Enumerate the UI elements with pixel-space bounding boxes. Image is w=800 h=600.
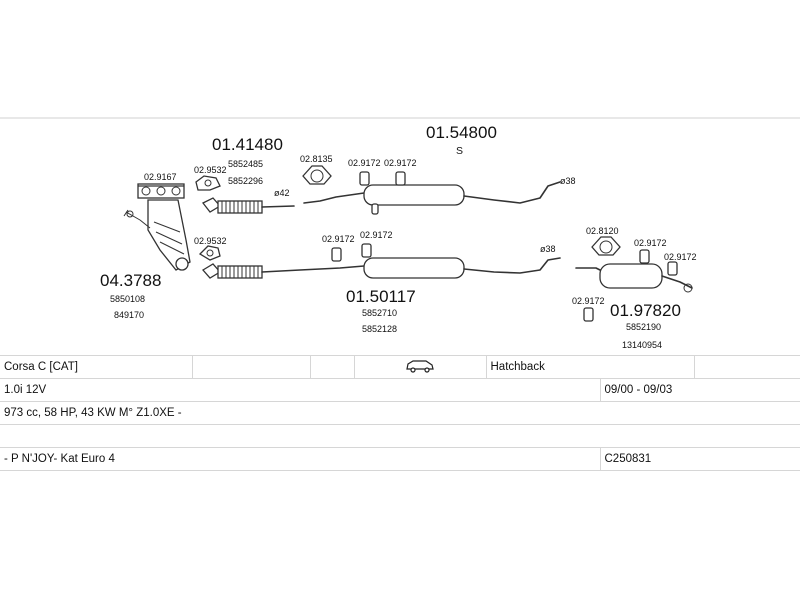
ref-5852128: 5852128 (362, 324, 397, 334)
centre-silencer-upper (303, 181, 561, 206)
gasket-02-9532-lower (198, 245, 221, 261)
small-part-label: 02.8120 (586, 226, 619, 236)
ref-13140954: 13140954 (622, 340, 662, 350)
table-row: - P N'JOY- Kat Euro 4 C250831 (0, 447, 800, 471)
rubber-mount-upper-1 (359, 171, 370, 186)
small-part-label: 02.9172 (348, 158, 381, 168)
body-type-cell: Hatchback (485, 355, 600, 379)
catalytic-converter (123, 183, 191, 271)
diameter-label: ø42 (274, 188, 290, 198)
small-part-label: 02.9172 (634, 238, 667, 248)
small-part-label: 02.9172 (572, 296, 605, 306)
clamp-02-8120 (591, 236, 621, 256)
diameter-label: ø38 (560, 176, 576, 186)
table-row: 973 cc, 58 HP, 43 KW M° Z1.0XE - (0, 401, 800, 425)
rubber-mount-rear-1 (639, 249, 650, 264)
part-number-01-50117: 01.50117 (346, 287, 416, 306)
ref-5852190: 5852190 (626, 322, 661, 332)
note-cell: - P N'JOY- Kat Euro 4 (0, 447, 600, 471)
rubber-mount-lower-2 (361, 243, 372, 258)
centre-silencer-lower (363, 257, 561, 279)
gasket-02-9532-upper (195, 175, 221, 191)
table-row: Corsa C [CAT] Hatchback (0, 355, 800, 379)
table-row (0, 424, 800, 448)
small-part-label: 02.9172 (322, 234, 355, 244)
model-cell: Corsa C [CAT] (0, 355, 192, 379)
code-cell: C250831 (599, 447, 800, 471)
small-part-label: 02.8135 (300, 154, 333, 164)
spec-cell: 973 cc, 58 HP, 43 KW M° Z1.0XE - (0, 401, 800, 425)
part-number-01-41480: 01.41480 (212, 135, 283, 154)
vehicle-spec-table: Corsa C [CAT] Hatchback 1.0i 12V 09/00 -… (0, 355, 800, 471)
engine-cell: 1.0i 12V (0, 378, 600, 402)
ref-5852485: 5852485 (228, 159, 263, 169)
part-number-01-97820: 01.97820 (610, 301, 681, 320)
part-number-04-3788: 04.3788 (100, 271, 161, 290)
ref-5852710: 5852710 (362, 308, 397, 318)
rubber-mount-rear-2 (667, 261, 678, 276)
ref-5850108: 5850108 (110, 294, 145, 304)
diameter-label: ø38 (540, 244, 556, 254)
car-icon (406, 359, 434, 373)
small-part-label: 02.9172 (360, 230, 393, 240)
front-pipe-upper (202, 197, 295, 214)
part-sub-s: S (456, 145, 463, 157)
small-part-label: 02.9532 (194, 236, 227, 246)
rubber-mount-upper-2 (395, 171, 406, 186)
clamp-02-8135 (302, 165, 332, 185)
years-cell: 09/00 - 09/03 (599, 378, 800, 402)
ref-5852296: 5852296 (228, 176, 263, 186)
ref-849170: 849170 (114, 310, 144, 320)
small-part-label: 02.9532 (194, 165, 227, 175)
rubber-mount-rear-3 (583, 307, 594, 322)
small-part-label: 02.9172 (384, 158, 417, 168)
part-number-01-54800: 01.54800 (426, 123, 497, 142)
front-pipe-lower (201, 263, 365, 279)
small-part-label: 02.9172 (664, 252, 697, 262)
empty-row-cell (0, 424, 800, 448)
table-row: 1.0i 12V 09/00 - 09/03 (0, 378, 800, 402)
rubber-mount-lower-1 (331, 247, 342, 262)
small-part-label: 02.9167 (144, 172, 177, 182)
rear-silencer (575, 263, 693, 293)
rubber-mount-upper-3 (371, 203, 379, 215)
